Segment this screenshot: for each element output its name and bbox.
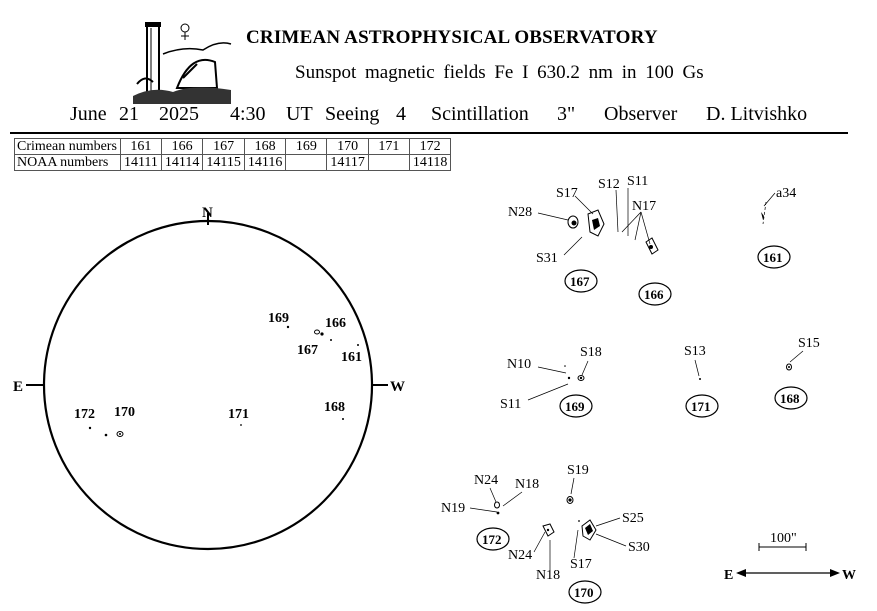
- page-title: CRIMEAN ASTROPHYSICAL OBSERVATORY: [246, 27, 658, 48]
- disk-limb: [42, 219, 374, 551]
- region-number: 172: [482, 532, 502, 547]
- noaa-row-label: NOAA numbers: [14, 154, 121, 171]
- region-number: 166: [644, 287, 664, 302]
- region-number-table: Crimean numbers 161 166 167 168 169 170 …: [14, 138, 452, 171]
- disk-region-label: 169: [268, 311, 289, 326]
- region-ellipse: [564, 269, 598, 293]
- disk-region-label: 171: [228, 407, 249, 422]
- obs-time: 4:30: [230, 103, 266, 125]
- polarity-label: S12: [598, 177, 620, 192]
- crimean-number: 167: [202, 138, 245, 155]
- region-ellipse: [638, 282, 672, 306]
- obs-year: 2025: [159, 103, 199, 125]
- arrow-east-label: E: [724, 568, 733, 583]
- polarity-label: S15: [798, 336, 820, 351]
- polarity-label: N18: [536, 568, 560, 583]
- disk-spots: [88, 325, 359, 437]
- region-ellipse: [757, 245, 791, 269]
- disk-region-label: 161: [341, 350, 362, 365]
- seeing-value: 4: [396, 103, 406, 125]
- panel-167-166: N28 S17 S12 S11 N17 S31 167 166: [508, 174, 672, 306]
- noaa-row: NOAA numbers 14111 14114 14115 14116 141…: [14, 154, 452, 171]
- panel-161: a34 161: [757, 186, 796, 269]
- panel-172: N24 N18 N19 172: [441, 473, 539, 551]
- region-number: 169: [565, 399, 585, 414]
- region-ellipse: [774, 386, 808, 410]
- polarity-label: N19: [441, 501, 465, 516]
- panel-171: S13 171: [684, 344, 719, 418]
- polarity-label: S11: [500, 397, 521, 412]
- region-ellipse: [476, 527, 510, 551]
- polarity-label: S19: [567, 463, 589, 478]
- disk-region-label: 167: [297, 343, 318, 358]
- polarity-label: a34: [776, 186, 796, 201]
- polarity-label: N10: [507, 357, 531, 372]
- scintillation-value: 3": [557, 103, 576, 125]
- polarity-label: S31: [536, 251, 558, 266]
- arrow-west-label: W: [842, 568, 856, 583]
- observer-label: Observer: [604, 103, 678, 125]
- noaa-number: 14111: [119, 154, 162, 171]
- disk-north-label: N: [202, 205, 213, 221]
- polarity-label: S25: [622, 511, 644, 526]
- disk-east-label: E: [13, 379, 23, 395]
- disk-region-label: 168: [324, 400, 345, 415]
- polarity-label: S18: [580, 345, 602, 360]
- header-divider: [10, 132, 848, 134]
- polarity-label: S17: [570, 557, 592, 572]
- page-subtitle: Sunspot magnetic fields Fe I 630.2 nm in…: [295, 62, 704, 83]
- region-ellipse: [559, 394, 593, 418]
- obs-day: 21: [119, 103, 139, 125]
- scale-label: 100": [770, 531, 797, 546]
- scintillation-label: Scintillation: [431, 103, 529, 125]
- crimean-number: 168: [243, 138, 287, 155]
- noaa-number: 14117: [326, 154, 369, 171]
- region-number: 167: [570, 274, 590, 289]
- disk-region-label: 172: [74, 407, 95, 422]
- region-number: 161: [763, 250, 783, 265]
- region-number: 170: [574, 585, 594, 600]
- obs-ut-label: UT: [286, 103, 313, 125]
- crimean-row: Crimean numbers 161 166 167 168 169 170 …: [14, 138, 452, 155]
- crimean-number: 171: [367, 138, 410, 155]
- noaa-number: 14118: [408, 154, 452, 171]
- panel-169: N10 S18 S11 169: [500, 345, 602, 418]
- region-number: 168: [780, 391, 800, 406]
- crimean-row-label: Crimean numbers: [14, 138, 121, 155]
- crimean-number: 172: [408, 138, 452, 155]
- polarity-label: N24: [474, 473, 498, 488]
- observatory-logo: [133, 22, 232, 104]
- scale-bar: 100": [758, 531, 807, 551]
- observer-name: D. Litvishko: [706, 103, 808, 125]
- polarity-label: N28: [508, 205, 532, 220]
- noaa-number: 14116: [243, 154, 287, 171]
- disk-west-label: W: [390, 379, 405, 395]
- disk-region-label: 166: [325, 316, 346, 331]
- panel-170: S19 S25 S30 N24 N18 S17 170: [508, 463, 650, 604]
- region-ellipse: [568, 580, 602, 604]
- polarity-label: N17: [632, 199, 656, 214]
- disk-region-label: 170: [114, 405, 135, 420]
- region-ellipse: [685, 394, 719, 418]
- noaa-number: 14114: [160, 154, 204, 171]
- direction-arrow: E W: [724, 568, 856, 583]
- seeing-label: Seeing: [325, 103, 380, 125]
- polarity-label: N24: [508, 548, 532, 563]
- region-number: 171: [691, 399, 711, 414]
- polarity-label: S30: [628, 540, 650, 555]
- polarity-label: S11: [627, 174, 648, 189]
- solar-disk: N E W 169 166 167 161 172 170 171 168: [13, 205, 405, 551]
- polarity-label: S13: [684, 344, 706, 359]
- polarity-label: S17: [556, 186, 578, 201]
- obs-month: June: [70, 103, 107, 125]
- crimean-number: 166: [160, 138, 204, 155]
- polarity-label: N18: [515, 477, 539, 492]
- panel-168: S15 168: [774, 336, 820, 410]
